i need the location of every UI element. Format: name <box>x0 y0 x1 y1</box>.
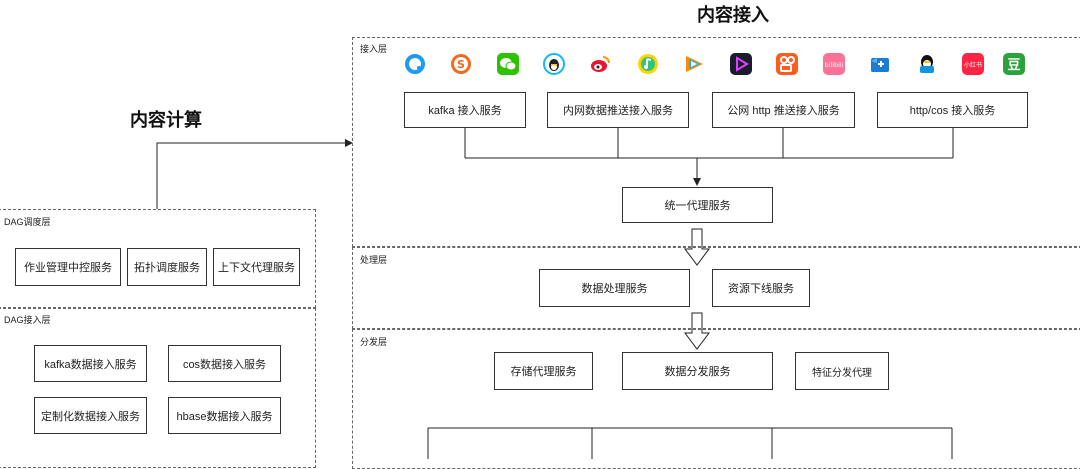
bilibili-icon: bilibili <box>823 53 845 75</box>
intranet-push-access-service: 内网数据推送接入服务 <box>547 92 689 128</box>
dag-schedule-layer-label: DAG调度层 <box>4 217 51 227</box>
resource-offline-service: 资源下线服务 <box>712 269 810 307</box>
qq-browser-icon <box>404 53 426 75</box>
unified-proxy-service: 统一代理服务 <box>622 187 773 223</box>
xiaohongshu-icon: 小红书 <box>962 53 984 75</box>
cos-data-access-service: cos数据接入服务 <box>168 345 281 382</box>
xiaohongshu-logo-text: 小红书 <box>964 61 982 69</box>
storage-proxy-service: 存储代理服务 <box>494 352 593 390</box>
sogou-icon: S <box>450 53 472 75</box>
distribution-layer <box>352 329 1080 469</box>
processing-layer <box>352 247 1080 329</box>
access-layer-label: 接入层 <box>360 44 388 54</box>
kafka-data-access-service: kafka数据接入服务 <box>34 345 147 382</box>
weishi-icon <box>730 53 752 75</box>
wechat-icon <box>497 53 519 75</box>
hbase-data-access-service: hbase数据接入服务 <box>168 397 281 434</box>
data-processing-service: 数据处理服务 <box>539 269 690 307</box>
topology-scheduling-service: 拓扑调度服务 <box>127 248 207 286</box>
douban-logo-text: 豆 <box>1007 58 1020 73</box>
compute-to-access-arrow <box>156 139 353 209</box>
data-distribution-service: 数据分发服务 <box>622 352 773 390</box>
content-compute-title: 内容计算 <box>130 110 202 130</box>
kuaishou-icon <box>776 53 798 75</box>
qq-icon <box>543 53 565 75</box>
http-cos-access-service: http/cos 接入服务 <box>877 92 1028 128</box>
content-access-title: 内容接入 <box>697 5 769 25</box>
bilibili-logo-text: bilibili <box>824 61 843 69</box>
processing-layer-label: 处理层 <box>360 255 388 265</box>
processing-to-distribution-arrow <box>684 312 710 350</box>
svg-text:S: S <box>457 58 465 71</box>
qq-music-icon <box>637 53 659 75</box>
job-management-control-service: 作业管理中控服务 <box>15 248 121 286</box>
tencent-news-icon <box>869 53 891 75</box>
context-proxy-service: 上下文代理服务 <box>213 248 300 286</box>
douban-icon: 豆 <box>1003 53 1025 75</box>
dag-schedule-layer <box>0 209 316 308</box>
dag-access-layer-label: DAG接入层 <box>4 315 51 325</box>
qq-penguin-icon <box>916 53 938 75</box>
connector-lines <box>156 128 954 459</box>
custom-data-access-service: 定制化数据接入服务 <box>34 397 147 434</box>
access-layer <box>352 37 1080 247</box>
tencent-video-icon <box>683 53 705 75</box>
feature-distribution-proxy: 特征分发代理 <box>795 352 889 390</box>
kafka-access-service: kafka 接入服务 <box>404 92 526 128</box>
public-http-push-access-service: 公网 http 推送接入服务 <box>712 92 855 128</box>
distribution-layer-label: 分发层 <box>360 337 388 347</box>
dag-access-layer <box>0 308 316 468</box>
weibo-icon <box>589 53 611 75</box>
